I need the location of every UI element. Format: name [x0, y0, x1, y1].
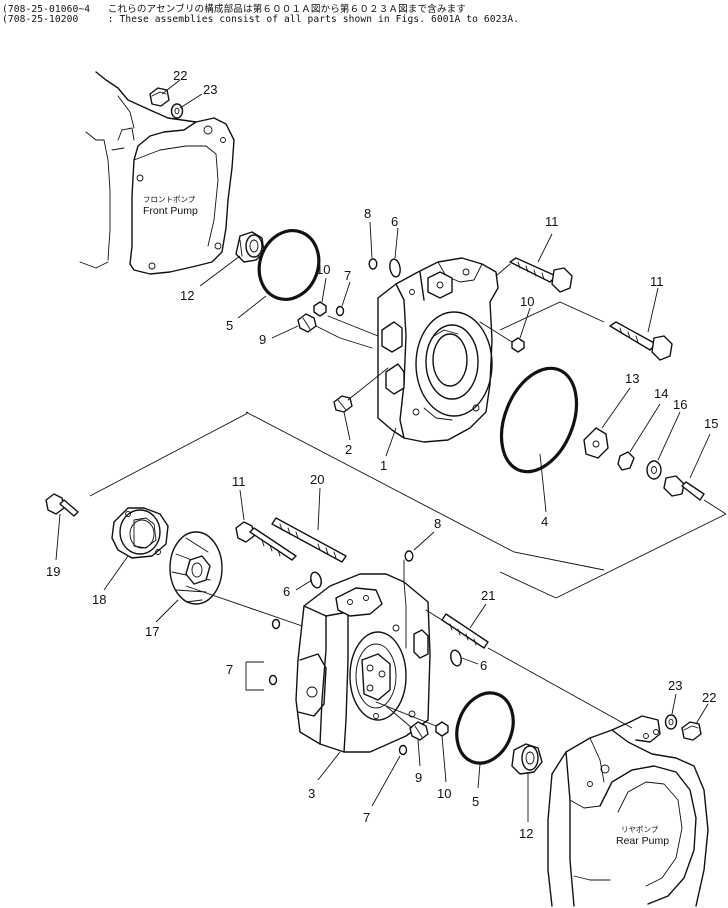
callout-11-lower: 11: [232, 474, 246, 489]
stud-21: [425, 609, 489, 649]
o-ring-7-top: [335, 305, 345, 317]
front-pump-label-en: Front Pump: [143, 205, 198, 217]
rear-pump-label-en: Rear Pump: [616, 835, 669, 847]
callout-5-lower: 5: [472, 794, 479, 809]
plug-2: [333, 367, 389, 413]
stud-20: [271, 517, 347, 563]
bolt-11-lower: [235, 521, 297, 561]
callout-6-lower-right: 6: [480, 658, 487, 673]
callout-6-lower-left: 6: [283, 584, 290, 599]
pump-housing-3: [295, 559, 431, 753]
snap-ring-14: [617, 451, 635, 471]
callout-5-top: 5: [226, 318, 233, 333]
callout-12-lower: 12: [519, 826, 533, 841]
callout-8-lower: 8: [434, 516, 441, 531]
o-ring-6-lower-left: [310, 571, 322, 589]
front-pump-label-jp: フロントポンプ: [143, 195, 196, 204]
flange-18: [111, 507, 169, 559]
callout-17: 17: [145, 624, 159, 639]
callout-23-lower: 23: [668, 678, 682, 693]
callout-numbers: 22 23 12 5 8 6 11 11 10 7 10 9 2 1 4 13 …: [46, 68, 718, 841]
o-ring-5-top: [257, 229, 321, 301]
o-ring-6-top: [389, 258, 401, 278]
o-ring-8-lower: [404, 550, 414, 562]
callout-11-top-lower: 11: [650, 274, 664, 289]
callout-14: 14: [654, 386, 668, 401]
plug-9-top: [297, 313, 379, 349]
callout-22-lower: 22: [702, 690, 716, 705]
callout-9-top: 9: [259, 332, 266, 347]
washer-23-lower: [664, 714, 678, 730]
leader-lines: [55, 79, 711, 822]
pin-10-top-right: [479, 321, 525, 353]
callout-21: 21: [481, 588, 495, 603]
bolt-11-top-lower: [609, 321, 673, 361]
bolt-15: [663, 475, 705, 501]
callout-7-lower: 7: [363, 810, 370, 825]
o-ring-5-lower: [455, 691, 515, 765]
o-ring-6-lower-right: [450, 649, 462, 667]
callout-10-top-right: 10: [520, 294, 534, 309]
bolt-11-top-upper: [495, 257, 573, 293]
callout-9-lower: 9: [415, 770, 422, 785]
callout-18: 18: [92, 592, 106, 607]
callout-7-lower-left: 7: [226, 662, 233, 677]
rear-pump-housing: リヤポンプ Rear Pump: [547, 715, 709, 907]
pump-housing-1: [377, 257, 499, 443]
callout-12-top: 12: [180, 288, 194, 303]
callout-8-top: 8: [364, 206, 371, 221]
lock-plate-13: [583, 427, 609, 459]
header-line-2: (708-25-10200 : These assemblies consist…: [2, 14, 520, 25]
front-pump-housing: フロントポンプ Front Pump: [79, 71, 235, 275]
nut-22-lower: [681, 721, 702, 741]
callout-13: 13: [625, 371, 639, 386]
callout-3: 3: [308, 786, 315, 801]
header-line-1: (708-25-01060~4 これらのアセンブリの構成部品は第６００１Ａ図から…: [2, 4, 466, 15]
callout-20: 20: [310, 472, 324, 487]
bolt-19: [45, 493, 79, 517]
callout-6-top: 6: [391, 214, 398, 229]
bearing-12-lower: [511, 743, 543, 775]
plug-9-lower: [385, 705, 429, 741]
washer-16: [646, 460, 662, 480]
washer-23-top: [170, 103, 184, 119]
o-ring-8-top: [368, 258, 378, 270]
callout-11-top-upper: 11: [545, 214, 559, 229]
callout-19: 19: [46, 564, 60, 579]
callout-16: 16: [673, 397, 687, 412]
callout-23-top: 23: [203, 82, 217, 97]
o-ring-7-lower-c: [398, 744, 408, 756]
callout-1: 1: [380, 458, 387, 473]
rear-pump-label-jp: リヤポンプ: [621, 825, 659, 834]
callout-2: 2: [345, 442, 352, 457]
pin-10-top-left: [313, 301, 327, 317]
callout-10-lower: 10: [437, 786, 451, 801]
o-ring-4: [499, 366, 579, 474]
callout-7-top: 7: [344, 268, 351, 283]
o-ring-7-lower-a: [271, 618, 281, 630]
impeller-17: [169, 531, 223, 605]
callout-22-top: 22: [173, 68, 187, 83]
callout-4: 4: [541, 514, 548, 529]
callout-10-top-left: 10: [316, 262, 330, 277]
o-ring-7-lower-b: [268, 674, 278, 686]
callout-15: 15: [704, 416, 718, 431]
